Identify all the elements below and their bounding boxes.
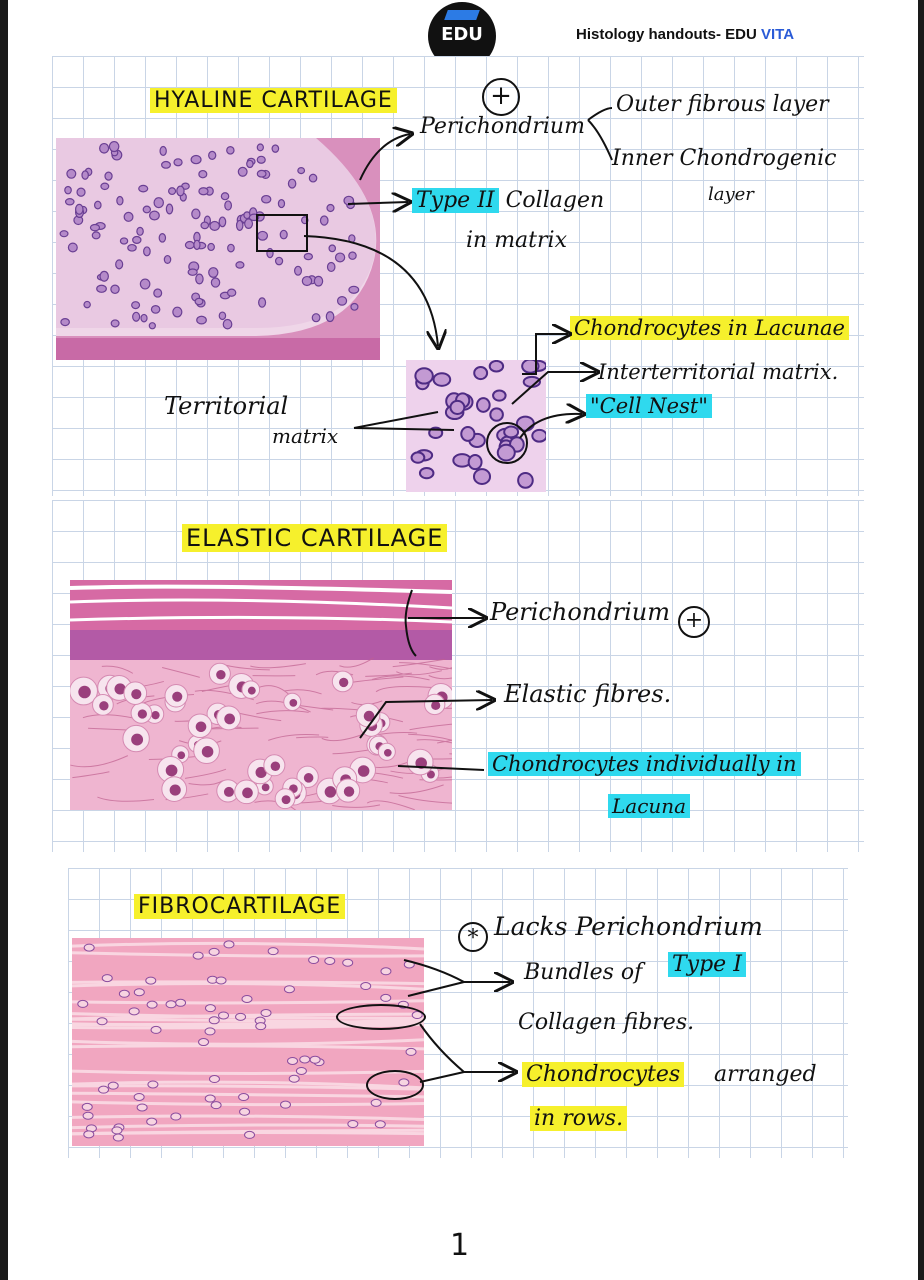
annotation-arrows: [303, 107, 613, 1083]
hyaline-zoom-image: [406, 360, 546, 492]
interterritorial-matrix-label: Interterritorial matrix.: [598, 360, 839, 384]
fibro-row-circle-1: [336, 1004, 426, 1030]
hyaline-perichondrium-label: Perichondrium: [420, 114, 585, 139]
hyaline-zoom-box: [256, 214, 308, 252]
elastic-heading: ELASTIC CARTILAGE: [182, 524, 448, 552]
inner-chondrogenic-label: Inner Chondrogenic: [612, 146, 837, 171]
fibro-row-circle-2: [366, 1070, 424, 1100]
handout-title: Histology handouts- EDU VITA: [576, 26, 795, 43]
bundles-of-label: Bundles of: [524, 960, 643, 985]
chondrocytes-lacunae-label: Chondrocytes in Lacunae: [570, 316, 849, 340]
hyaline-tissue-image: [56, 138, 380, 360]
hyaline-heading: HYALINE CARTILAGE: [150, 88, 397, 113]
elastic-fibres-label: Elastic fibres.: [504, 680, 672, 708]
cell-nest-label: "Cell Nest": [586, 394, 712, 418]
elastic-plus-icon: +: [678, 606, 710, 638]
elastic-chondrocytes-label: Chondrocytes individually in: [488, 752, 801, 776]
fibro-heading: FIBROCARTILAGE: [134, 894, 346, 919]
arranged-label: arranged: [714, 1062, 817, 1087]
outer-fibrous-layer-label: Outer fibrous layer: [616, 92, 829, 117]
elastic-perichondrium-label: Perichondrium: [490, 598, 670, 626]
in-matrix-label: in matrix: [466, 228, 567, 253]
territorial-label: Territorial: [164, 392, 289, 420]
type-i-label: Type I: [668, 952, 746, 977]
page-number: 1: [450, 1228, 470, 1263]
type-ii-collagen-label: Type II Collagen: [412, 188, 604, 213]
collagen-fibres-label: Collagen fibres.: [518, 1010, 695, 1035]
hyaline-plus-icon: +: [482, 78, 520, 116]
lacks-perichondrium-label: Lacks Perichondrium: [494, 912, 763, 941]
elastic-lacuna-label: Lacuna: [608, 794, 691, 818]
elastic-tissue-image: [70, 580, 452, 810]
cell-nest-circle: [486, 422, 528, 464]
territorial-matrix-label: matrix: [272, 424, 339, 448]
fibro-chondrocytes-label: Chondrocytes: [522, 1062, 685, 1087]
inner-chondrogenic-label-2: layer: [708, 184, 754, 205]
in-rows-label: in rows.: [530, 1106, 628, 1131]
logo-text: EDU: [441, 24, 483, 45]
handout-page: EDU Histology handouts- EDU VITA HYALINE…: [8, 0, 918, 1280]
star-icon: *: [458, 922, 488, 952]
